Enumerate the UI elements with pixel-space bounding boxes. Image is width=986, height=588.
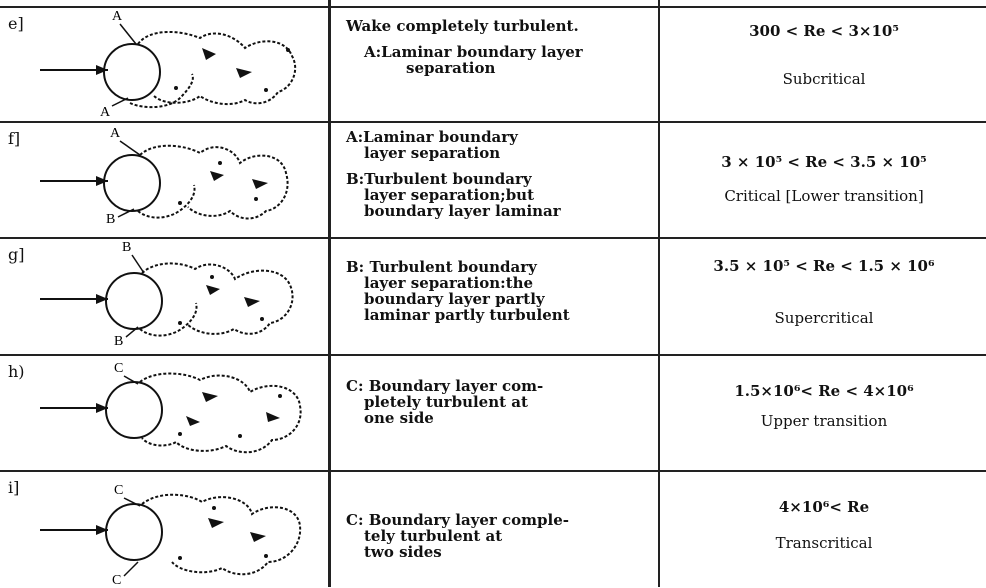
row-description: Wake completely turbulent. A:Laminar bou… bbox=[346, 17, 583, 77]
row-divider bbox=[0, 354, 986, 356]
point-label-b: B bbox=[114, 334, 123, 349]
cylinder-wake-sketch: B B bbox=[40, 240, 294, 349]
point-label-b: B bbox=[122, 240, 131, 255]
point-label-a: A bbox=[100, 105, 111, 120]
row-description: B: Turbulent boundary layer separation:t… bbox=[346, 258, 570, 324]
point-label-a: A bbox=[112, 9, 123, 24]
column-divider bbox=[328, 0, 331, 587]
point-label-c: C bbox=[112, 573, 121, 588]
table-row: f] A B A:Laminar boundary layer separati… bbox=[0, 123, 986, 237]
cylinder-wake-sketch: A B bbox=[40, 126, 289, 227]
row-description: A:Laminar boundary layer separation B:Tu… bbox=[346, 128, 561, 220]
row-divider bbox=[0, 6, 986, 8]
reynolds-range: 300 < Re < 3×10⁵ Subcritical bbox=[749, 22, 899, 88]
row-description: C: Boundary layer comple- tely turbulent… bbox=[346, 511, 570, 561]
point-label-b: B bbox=[106, 212, 115, 227]
table-row: e] A A Wake completely turbulent. A:Lami… bbox=[0, 8, 986, 121]
reynolds-range: 4×10⁶< Re Transcritical bbox=[775, 498, 873, 552]
row-tag: g] bbox=[8, 245, 25, 264]
row-tag: e] bbox=[8, 14, 24, 33]
cylinder-wake-sketch: C bbox=[40, 361, 302, 454]
reynolds-range: 1.5×10⁶< Re < 4×10⁶ Upper transition bbox=[734, 382, 914, 430]
table-row: g] B B B: Turbulent boundary layer separ… bbox=[0, 239, 986, 354]
row-tag: f] bbox=[8, 129, 21, 148]
table-row: i] C C C: Boundary layer comple- tely tu… bbox=[0, 472, 986, 588]
row-tag: i] bbox=[8, 478, 20, 497]
point-label-c: C bbox=[114, 361, 123, 376]
column-divider bbox=[658, 0, 660, 587]
row-divider bbox=[0, 121, 986, 123]
point-label-a: A bbox=[110, 126, 121, 141]
reynolds-range: 3.5 × 10⁵ < Re < 1.5 × 10⁶ Supercritical bbox=[713, 257, 935, 327]
cylinder-wake-sketch: A A bbox=[40, 9, 297, 120]
table-row: h) C C: Boundary layer com- pletely turb… bbox=[0, 356, 986, 470]
cylinder-wake-sketch: C C bbox=[40, 483, 302, 588]
reynolds-range: 3 × 10⁵ < Re < 3.5 × 10⁵ Critical [Lower… bbox=[721, 153, 927, 205]
row-description: C: Boundary layer com- pletely turbulent… bbox=[346, 377, 544, 427]
row-divider bbox=[0, 237, 986, 239]
row-tag: h) bbox=[8, 362, 25, 381]
point-label-c: C bbox=[114, 483, 123, 498]
row-divider bbox=[0, 470, 986, 472]
